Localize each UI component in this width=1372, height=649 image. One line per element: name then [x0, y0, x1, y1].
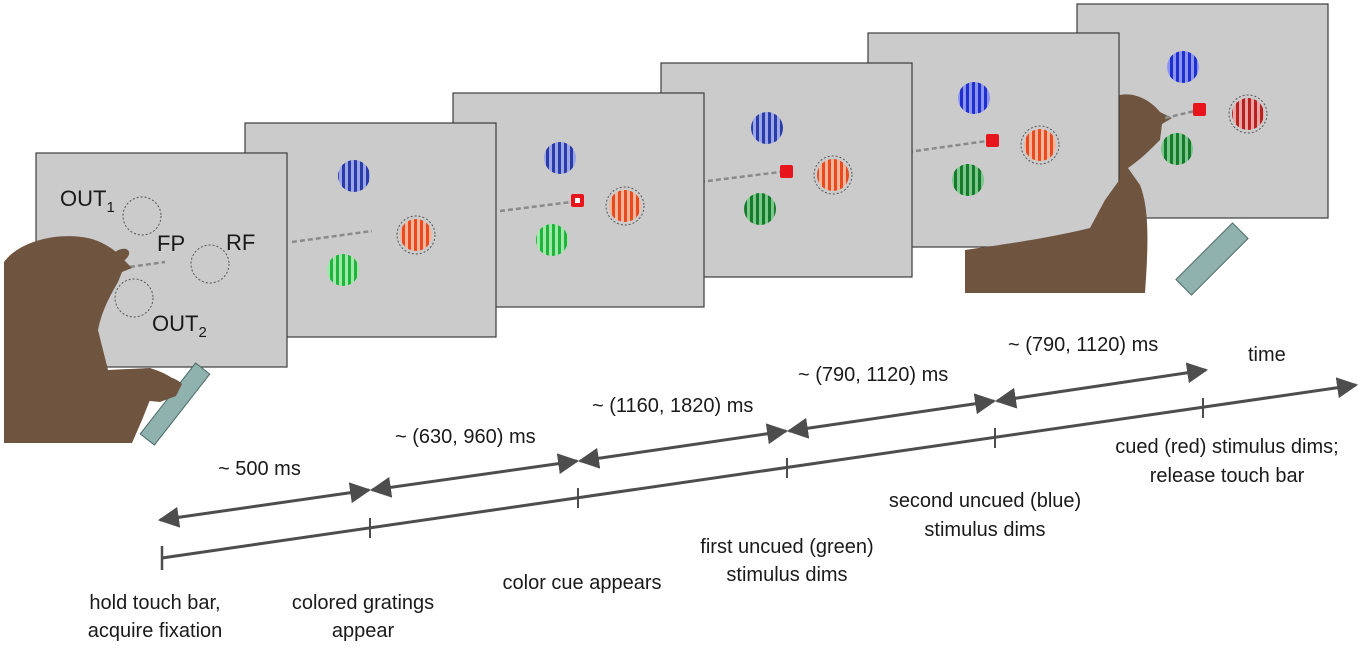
out1-outline — [122, 196, 162, 236]
gaze-line-2 — [291, 229, 373, 244]
monkey-hand-left — [130, 374, 182, 402]
rf-outline-4 — [813, 155, 853, 195]
gaze-line-3 — [499, 200, 572, 213]
rf-outline-3 — [605, 186, 645, 226]
grating-green-6 — [1161, 133, 1193, 165]
duration-arrow-4 — [994, 362, 1209, 409]
event-2-line1: color cue appears — [503, 572, 662, 594]
event-3-line1: first uncued (green) — [700, 536, 873, 558]
rf-outline-5 — [1020, 125, 1060, 165]
monkey-body-left — [4, 236, 178, 443]
gaze-line-6 — [1164, 108, 1200, 120]
grating-orange-3 — [609, 190, 641, 222]
time-label: time — [1248, 344, 1286, 366]
event-0-line1: hold touch bar, — [89, 592, 220, 614]
out2-outline — [114, 278, 154, 318]
grating-blue-6 — [1167, 51, 1199, 83]
duration-label-1: ~ (630, 960) ms — [395, 426, 536, 448]
out1-label: OUT1 — [60, 186, 115, 216]
grating-orange-4 — [817, 159, 849, 191]
event-4-line2: stimulus dims — [924, 519, 1045, 541]
grating-green-5 — [952, 164, 984, 196]
gaze-line-1 — [121, 260, 166, 270]
event-1-line1: colored gratings — [292, 592, 434, 614]
event-5-line2: release touch bar — [1150, 465, 1305, 487]
fixation-cue-6 — [1193, 103, 1206, 116]
duration-label-2: ~ (1160, 1820) ms — [592, 395, 753, 417]
grating-blue-3 — [544, 142, 576, 174]
duration-arrow-1 — [369, 453, 580, 498]
duration-label-0: ~ 500 ms — [218, 458, 301, 480]
gaze-line-4 — [699, 170, 781, 184]
rf-outline-1 — [190, 244, 230, 284]
fixation-cue-center-3 — [575, 198, 580, 203]
duration-arrow-2 — [577, 423, 789, 469]
duration-label-4: ~ (790, 1120) ms — [1008, 334, 1158, 356]
grating-blue-4 — [751, 112, 783, 144]
grating-orange-5 — [1024, 129, 1056, 161]
duration-arrows: ~ 500 ms ~ (630, 960) ms ~ (1160, 1820) … — [157, 334, 1209, 528]
touch-bar-right — [1175, 222, 1249, 296]
event-4-line1: second uncued (blue) — [889, 490, 1081, 512]
monkey-left — [4, 236, 211, 446]
time-axis: time — [160, 344, 1359, 570]
event-0-line2: acquire fixation — [88, 620, 223, 642]
grating-red-6 — [1232, 98, 1264, 130]
rf-outline-2 — [396, 215, 436, 255]
rf-outline-6 — [1228, 94, 1268, 134]
duration-arrow-0 — [157, 482, 372, 528]
grating-green-2 — [327, 254, 359, 286]
monkey-right — [965, 168, 1249, 296]
grating-blue-5 — [958, 82, 990, 114]
fixation-cue-4 — [780, 165, 793, 178]
grating-green-4 — [744, 193, 776, 225]
grating-green-3 — [536, 224, 568, 256]
out2-label: OUT2 — [152, 311, 207, 341]
monkey-body-right — [965, 168, 1148, 293]
rf-label: RF — [226, 230, 255, 255]
event-5-line1: cued (red) stimulus dims; — [1115, 436, 1338, 458]
event-1-line2: appear — [332, 620, 395, 642]
fp-label: FP — [157, 231, 185, 256]
event-labels: hold touch bar, acquire fixation colored… — [88, 436, 1339, 642]
time-axis-line — [161, 377, 1359, 560]
gaze-line-5 — [907, 139, 988, 154]
duration-label-3: ~ (790, 1120) ms — [798, 364, 948, 386]
fixation-cue-5 — [986, 134, 999, 147]
grating-blue-2 — [338, 160, 370, 192]
monkey-ear-left — [110, 248, 130, 264]
duration-arrow-3 — [786, 393, 997, 439]
grating-orange-2 — [400, 219, 432, 251]
event-3-line2: stimulus dims — [726, 564, 847, 586]
